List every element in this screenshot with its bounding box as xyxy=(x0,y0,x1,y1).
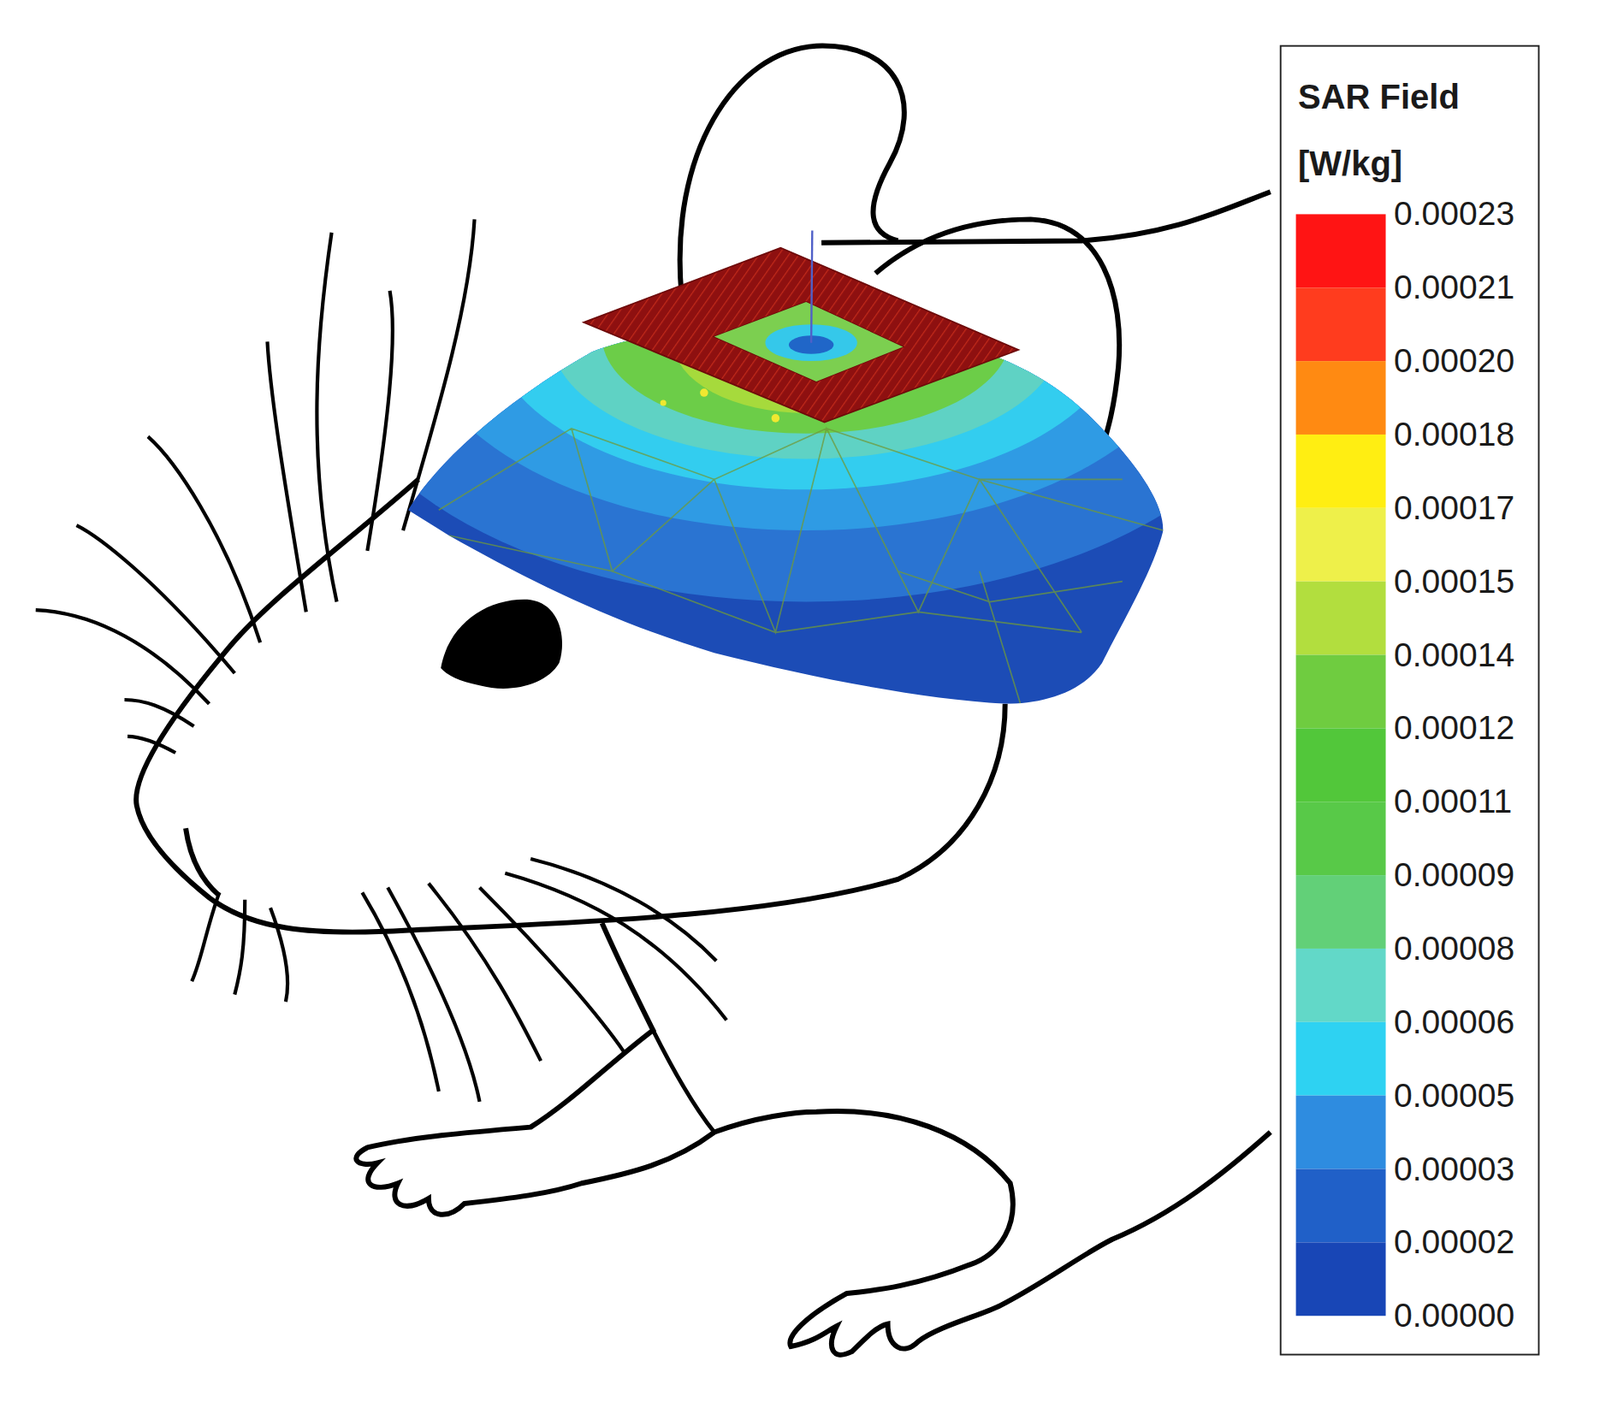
tick-value: 0.00023 xyxy=(1393,195,1515,233)
sar-field-map xyxy=(326,71,1286,735)
color-band xyxy=(1296,1022,1387,1097)
tick-value: 0.00011 xyxy=(1393,783,1512,821)
leg-outline xyxy=(652,1030,715,1132)
color-band xyxy=(1296,1096,1387,1170)
eye xyxy=(440,599,563,689)
color-band xyxy=(1296,801,1387,876)
feed-line xyxy=(811,230,812,343)
tick-value: 0.00015 xyxy=(1393,562,1515,600)
color-bar xyxy=(1296,213,1387,1316)
color-band xyxy=(1296,655,1387,729)
color-band xyxy=(1296,287,1387,362)
sar-band xyxy=(551,213,1061,459)
tick-value: 0.00002 xyxy=(1393,1224,1515,1262)
color-band xyxy=(1296,1242,1387,1316)
tick-value: 0.00014 xyxy=(1393,636,1515,674)
color-band xyxy=(1296,434,1387,509)
mesh-lines xyxy=(438,428,1164,705)
hot-spot xyxy=(699,388,709,398)
mouth-line xyxy=(185,828,220,896)
tick-value: 0.00012 xyxy=(1393,710,1515,747)
tick-value: 0.00018 xyxy=(1393,416,1515,454)
leg-outline xyxy=(355,923,1270,1356)
color-band xyxy=(1296,581,1387,656)
color-band xyxy=(1296,875,1387,949)
sar-band xyxy=(418,122,1194,531)
tick-value: 0.00008 xyxy=(1393,930,1515,967)
color-band xyxy=(1296,728,1387,802)
coil-center-field xyxy=(714,302,904,382)
color-band xyxy=(1296,508,1387,582)
hot-spot xyxy=(660,399,667,406)
tick-value: 0.00003 xyxy=(1393,1150,1515,1188)
legend-unit: [W/kg] xyxy=(1297,144,1403,183)
tick-value: 0.00020 xyxy=(1393,343,1515,380)
hot-spot xyxy=(771,414,781,423)
legend-frame xyxy=(1280,46,1540,1356)
color-band xyxy=(1296,948,1387,1023)
sar-band xyxy=(326,71,1286,602)
square-coil xyxy=(583,248,1019,423)
color-band xyxy=(1296,213,1387,288)
legend-title: SAR Field xyxy=(1297,77,1460,116)
tick-value: 0.00017 xyxy=(1393,489,1515,527)
tick-value: 0.00009 xyxy=(1393,857,1515,895)
tick-value: 0.00005 xyxy=(1393,1077,1515,1115)
tick-value: 0.00006 xyxy=(1393,1003,1515,1041)
color-band xyxy=(1296,361,1387,435)
sar-band xyxy=(489,163,1122,491)
tick-value: 0.00000 xyxy=(1393,1297,1515,1335)
tick-value: 0.00021 xyxy=(1393,269,1515,307)
color-band xyxy=(1296,1169,1387,1244)
